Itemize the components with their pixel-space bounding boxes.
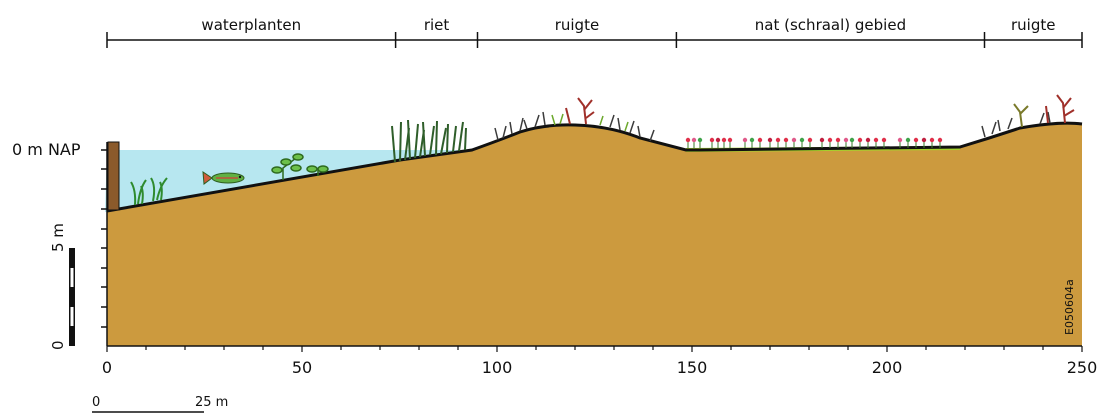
x-tick-label: 100 bbox=[482, 358, 513, 377]
rough-vegetation-1 bbox=[494, 111, 655, 142]
flower-head bbox=[727, 137, 733, 143]
vertical-scale-zero: 0 bbox=[49, 340, 67, 350]
soil-profile bbox=[107, 123, 1082, 346]
sheet-pile bbox=[107, 141, 120, 211]
flower-head bbox=[843, 137, 849, 143]
flower-head bbox=[873, 137, 879, 143]
flower-head bbox=[897, 137, 903, 143]
flower-head bbox=[749, 137, 755, 143]
flower-head bbox=[881, 137, 887, 143]
flower-head bbox=[905, 137, 911, 143]
flower-head bbox=[721, 137, 727, 143]
zone-label: nat (schraal) gebied bbox=[755, 16, 906, 34]
olive-shrub bbox=[1013, 103, 1029, 128]
flower-head bbox=[819, 137, 825, 143]
zone-bar: waterplanten riet ruigte nat (schraal) gebi… bbox=[106, 16, 1083, 48]
figure-code: E050604a bbox=[1063, 279, 1076, 335]
flower-head bbox=[835, 137, 841, 143]
rough-vegetation-2 bbox=[981, 111, 1051, 138]
vertical-scale-bar bbox=[69, 248, 75, 346]
flower-head bbox=[775, 137, 781, 143]
zone-label: ruigte bbox=[1011, 16, 1055, 34]
floating-plants bbox=[271, 153, 329, 180]
x-tick-label: 250 bbox=[1067, 358, 1098, 377]
flower-head bbox=[742, 137, 748, 143]
vertical-scale-label: 5 m bbox=[49, 223, 67, 252]
flower-head bbox=[921, 137, 927, 143]
flower-head bbox=[791, 137, 797, 143]
flower-head bbox=[807, 137, 813, 143]
zone-label: ruigte bbox=[555, 16, 599, 34]
surface-line bbox=[106, 121, 1083, 213]
x-tick-label: 200 bbox=[872, 358, 903, 377]
red-shrub-1 bbox=[565, 97, 595, 125]
nap-label: 0 m NAP bbox=[12, 140, 81, 159]
flower-head bbox=[857, 137, 863, 143]
green-tufts-1 bbox=[551, 113, 629, 132]
flower-head bbox=[691, 137, 697, 143]
flower-head bbox=[757, 137, 763, 143]
meadow-flowers bbox=[685, 137, 943, 148]
x-tick-label: 0 bbox=[102, 358, 112, 377]
flower-head bbox=[913, 137, 919, 143]
red-shrub-2 bbox=[1045, 94, 1075, 124]
reed-vegetation bbox=[391, 119, 467, 163]
flower-head bbox=[697, 137, 703, 143]
left-axis bbox=[101, 142, 108, 346]
zone-label: waterplanten bbox=[201, 16, 301, 34]
flower-head bbox=[715, 137, 721, 143]
x-axis-ticks: 0 50 100 150 200 250 bbox=[102, 346, 1097, 377]
flower-head bbox=[865, 137, 871, 143]
flower-head bbox=[783, 137, 789, 143]
flower-head bbox=[937, 137, 943, 143]
water-plants bbox=[130, 177, 168, 206]
zone-label: riet bbox=[424, 16, 450, 34]
flower-head bbox=[929, 137, 935, 143]
flower-head bbox=[767, 137, 773, 143]
fish-icon bbox=[202, 171, 245, 185]
x-tick-label: 50 bbox=[292, 358, 312, 377]
horizontal-scale-label: 25 m bbox=[195, 395, 228, 410]
horizontal-scale-zero: 0 bbox=[92, 395, 100, 410]
flower-head bbox=[685, 137, 691, 143]
flower-head bbox=[709, 137, 715, 143]
flower-head bbox=[849, 137, 855, 143]
flower-head bbox=[827, 137, 833, 143]
flower-head bbox=[799, 137, 805, 143]
x-tick-label: 150 bbox=[677, 358, 708, 377]
